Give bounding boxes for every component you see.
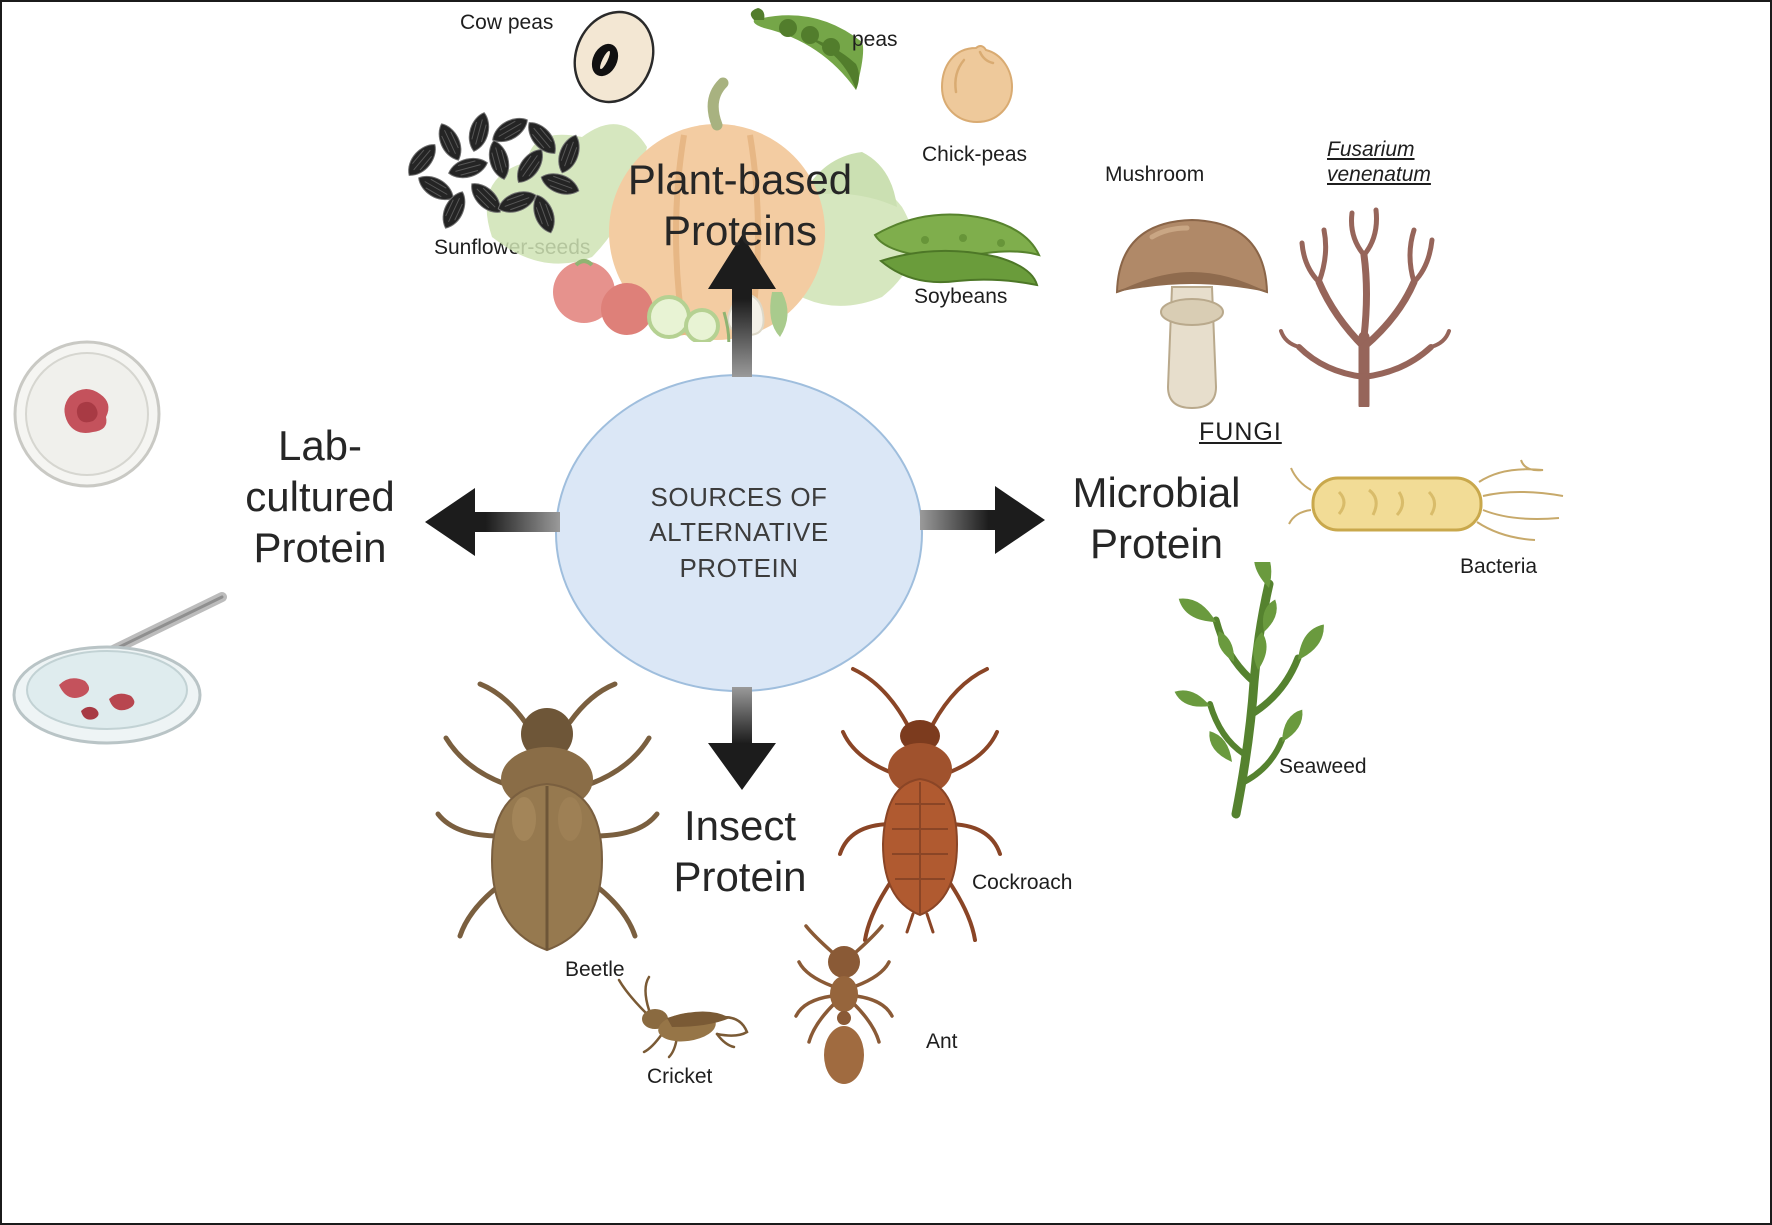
label-ant: Ant xyxy=(926,1030,958,1053)
cockroach-icon xyxy=(835,664,1005,954)
mushroom-icon xyxy=(1107,192,1277,417)
label-peas: peas xyxy=(852,28,898,51)
center-title: SOURCES OF ALTERNATIVE PROTEIN xyxy=(649,482,829,583)
sunflower-seeds-icon xyxy=(384,102,604,242)
chickpea-icon xyxy=(934,42,1019,127)
label-mushroom: Mushroom xyxy=(1105,163,1205,186)
branch-title-plant: Plant-based Proteins xyxy=(627,156,853,255)
label-cricket: Cricket xyxy=(647,1065,713,1088)
soybean-icon xyxy=(867,205,1047,300)
pea-pod-icon xyxy=(744,2,874,112)
branch-title-microbial: Microbial Protein xyxy=(1072,469,1241,568)
arrow-down-icon xyxy=(702,687,782,790)
petri-dish-icon xyxy=(10,334,165,494)
label-fungi: FUNGI xyxy=(1199,418,1282,446)
label-cockroach: Cockroach xyxy=(972,871,1073,894)
fusarium-icon xyxy=(1274,197,1454,407)
label-seaweed: Seaweed xyxy=(1279,755,1367,778)
branch-title-insect: Insect Protein xyxy=(673,802,807,901)
arrow-left-icon xyxy=(425,482,560,562)
branch-title-lab: Lab- cultured Protein xyxy=(245,422,395,572)
cow-pea-icon xyxy=(564,7,664,107)
cricket-icon xyxy=(617,974,757,1064)
bacteria-icon xyxy=(1287,452,1567,557)
beetle-icon xyxy=(430,664,665,964)
center-node: SOURCES OF ALTERNATIVE PROTEIN xyxy=(555,374,923,692)
arrow-up-icon xyxy=(702,235,782,377)
label-beetle: Beetle xyxy=(565,958,625,981)
label-bacteria: Bacteria xyxy=(1460,555,1538,578)
arrow-right-icon xyxy=(920,480,1045,560)
label-cow-peas: Cow peas xyxy=(460,11,554,34)
ant-icon xyxy=(794,924,894,1089)
label-soybeans: Soybeans xyxy=(914,285,1008,308)
seaweed-icon xyxy=(1174,562,1344,822)
label-fusarium: Fusarium venenatum xyxy=(1327,138,1431,187)
petri-dish-sample-icon xyxy=(7,587,237,752)
label-chick-peas: Chick-peas xyxy=(922,143,1028,166)
